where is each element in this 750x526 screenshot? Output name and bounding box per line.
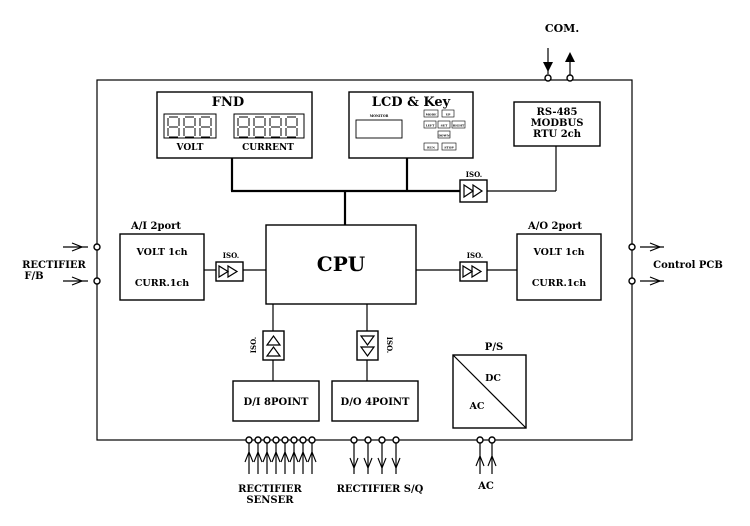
rectifier-sq-outputs: RECTIFIER S/Q bbox=[337, 436, 424, 495]
svg-text:RIGHT: RIGHT bbox=[453, 124, 465, 128]
lcd-monitor-label: MONITOR bbox=[370, 114, 389, 118]
rectifier-fb-label-2: F/B bbox=[24, 271, 43, 282]
top-bus-wiring bbox=[230, 146, 557, 225]
cpu-block: CPU bbox=[265, 224, 417, 305]
sq-terminal-2 bbox=[363, 436, 373, 474]
svg-text:STOP: STOP bbox=[444, 146, 454, 150]
rectifier-senser-label-1: RECTIFIER bbox=[238, 484, 302, 495]
di-label: D/I 8POINT bbox=[244, 397, 309, 408]
di-block: D/I 8POINT bbox=[232, 380, 320, 422]
iso-coupler-rs485: ISO. bbox=[459, 170, 488, 203]
ai-block: A/I 2port VOLT 1ch CURR.1ch bbox=[119, 221, 216, 301]
rectifier-senser-label-2: SENSER bbox=[246, 495, 294, 506]
pcb-out-arrow-1 bbox=[649, 242, 662, 252]
ao-volt: VOLT 1ch bbox=[532, 247, 584, 258]
senser-terminal-3 bbox=[262, 436, 272, 474]
ac-terminal-2 bbox=[487, 436, 497, 474]
set-key bbox=[437, 120, 451, 129]
cpu-label: CPU bbox=[317, 252, 365, 276]
fnd-title: FND bbox=[212, 95, 244, 110]
ai-volt: VOLT 1ch bbox=[135, 247, 187, 258]
rectifier-senser-inputs: RECTIFIER SENSER bbox=[238, 436, 317, 506]
sq-terminal-4 bbox=[391, 436, 401, 474]
svg-text:UP: UP bbox=[446, 113, 452, 117]
svg-text:RUN: RUN bbox=[427, 146, 435, 150]
lcd-screen bbox=[355, 119, 403, 139]
ps-title: P/S bbox=[485, 342, 503, 353]
fnd-volt-label: VOLT bbox=[176, 143, 204, 153]
run-key bbox=[423, 142, 439, 151]
keypad: MODE UP LEFT SET RIGHT DOWN RUN STOP bbox=[423, 109, 466, 151]
lcd-title: LCD & Key bbox=[372, 95, 451, 110]
ao-title: A/O 2port bbox=[527, 221, 582, 232]
iso-label-ai: ISO. bbox=[223, 251, 239, 260]
ps-block: P/S DC AC bbox=[452, 342, 527, 429]
left-key bbox=[423, 120, 437, 129]
senser-terminal-4 bbox=[271, 436, 281, 474]
control-pcb-label: Control PCB bbox=[653, 260, 723, 271]
fb-in-arrow-2 bbox=[71, 276, 84, 286]
iso-coupler-do: ISO. bbox=[356, 304, 394, 381]
ai-title: A/I 2port bbox=[130, 221, 181, 232]
up-key bbox=[441, 109, 455, 118]
senser-terminal-6 bbox=[289, 436, 299, 474]
ac-inputs: AC bbox=[475, 436, 497, 492]
com-in-arrow bbox=[543, 62, 553, 72]
stop-key bbox=[441, 142, 457, 151]
rectifier-sq-label: RECTIFIER S/Q bbox=[337, 484, 424, 495]
svg-text:DOWN: DOWN bbox=[438, 134, 450, 138]
sq-terminal-1 bbox=[349, 436, 359, 474]
senser-terminal-8 bbox=[307, 436, 317, 474]
fb-in-arrow-1 bbox=[71, 242, 84, 252]
fnd-block: FND VOLT bbox=[156, 91, 313, 159]
ao-curr: CURR.1ch bbox=[532, 278, 586, 289]
do-block: D/O 4POINT bbox=[331, 380, 419, 422]
iso-coupler-ao: ISO. bbox=[416, 251, 517, 282]
rectifier-fb-inputs: RECTIFIER F/B bbox=[22, 242, 101, 286]
com-label: COM. bbox=[545, 22, 579, 35]
ac-input-label: AC bbox=[477, 481, 494, 492]
mode-key bbox=[423, 109, 439, 118]
iso-label-rs485: ISO. bbox=[466, 170, 482, 179]
sq-terminal-3 bbox=[377, 436, 387, 474]
com-connector: COM. bbox=[543, 22, 579, 82]
rs485-block: RS-485 MODBUS RTU 2ch bbox=[513, 101, 601, 147]
ps-dc-label: DC bbox=[485, 373, 501, 384]
down-key bbox=[437, 130, 451, 139]
senser-terminal-2 bbox=[253, 436, 263, 474]
ai-curr: CURR.1ch bbox=[135, 278, 189, 289]
iso-label-do: ISO. bbox=[385, 337, 394, 353]
iso-coupler-di: ISO. bbox=[249, 304, 285, 381]
ac-terminal-1 bbox=[475, 436, 485, 474]
volt-seven-segment-display bbox=[163, 113, 217, 139]
current-seven-segment-display bbox=[233, 113, 305, 139]
iso-label-ao: ISO. bbox=[467, 251, 483, 260]
senser-terminal-7 bbox=[298, 436, 308, 474]
ao-block: A/O 2port VOLT 1ch CURR.1ch bbox=[516, 221, 602, 301]
rs485-line3: RTU 2ch bbox=[533, 129, 582, 140]
iso-label-di: ISO. bbox=[249, 337, 258, 353]
iso-coupler-ai: ISO. bbox=[215, 251, 266, 282]
rectifier-fb-label-1: RECTIFIER bbox=[22, 260, 86, 271]
control-pcb-outputs: Control PCB bbox=[628, 242, 723, 286]
pcb-out-arrow-2 bbox=[649, 276, 662, 286]
right-key bbox=[451, 120, 466, 129]
svg-text:SET: SET bbox=[441, 124, 448, 128]
svg-text:LEFT: LEFT bbox=[426, 124, 436, 128]
fnd-current-label: CURRENT bbox=[242, 143, 294, 153]
rs485-line1: RS-485 bbox=[537, 107, 578, 118]
senser-terminal-1 bbox=[244, 436, 254, 474]
lcd-key-block: LCD & Key MONITOR MODE UP LEFT SET RIGHT… bbox=[348, 91, 474, 159]
senser-terminal-5 bbox=[280, 436, 290, 474]
ps-ac-label: AC bbox=[469, 401, 485, 412]
rs485-line2: MODBUS bbox=[531, 118, 584, 129]
svg-text:MODE: MODE bbox=[426, 113, 438, 117]
do-label: D/O 4POINT bbox=[341, 397, 411, 408]
com-out-arrow bbox=[565, 52, 575, 62]
